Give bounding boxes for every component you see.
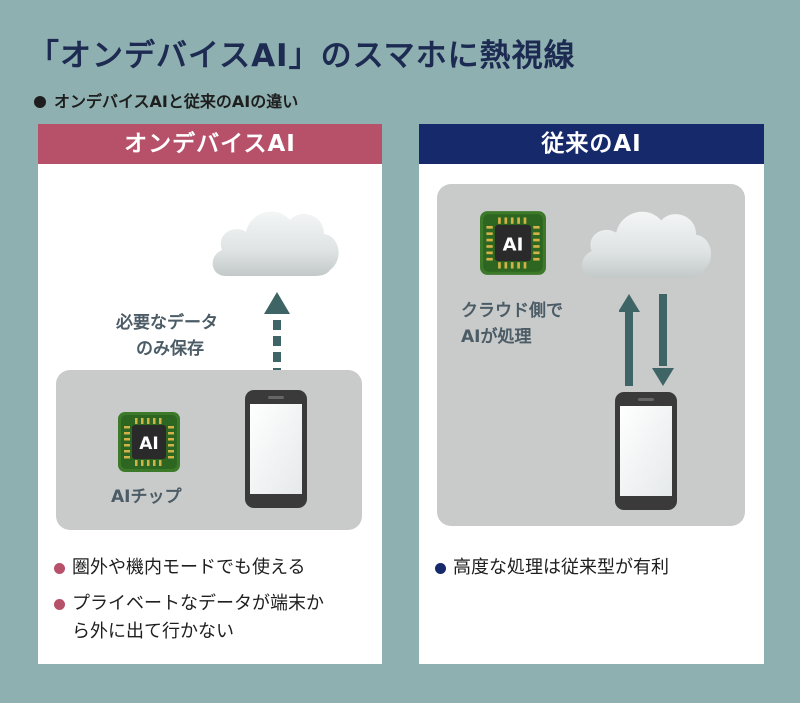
page-title: 「オンデバイスAI」のスマホに熱視線	[28, 38, 576, 74]
subtitle-text: オンデバイスAIと従来のAIの違い	[54, 92, 299, 111]
ai-chip-icon: AI	[480, 211, 546, 275]
panel-header-on-device-ai: オンデバイスAI	[38, 124, 382, 164]
chip-text: AI	[503, 234, 524, 255]
right-bullet-list: 高度な処理は従来型が有利	[435, 554, 669, 590]
panel-conventional-ai: 従来のAI AI クラウド側で AIが処理 高度な処理は従来型が有利	[419, 124, 764, 664]
bullet-text: 高度な処理は従来型が有利	[453, 557, 669, 578]
device-box	[56, 370, 362, 530]
smartphone-icon	[245, 390, 307, 508]
list-item: プライベートなデータが端末か	[54, 590, 324, 618]
cloud-icon	[582, 211, 712, 278]
panel-on-device-ai: オンデバイスAI 必要なデータ のみ保存 AI AIチップ 圏外や機内モードでも…	[38, 124, 382, 664]
list-item: ら外に出て行かない	[54, 618, 324, 646]
bullet-dot	[435, 563, 446, 574]
smartphone-icon	[615, 392, 677, 510]
subtitle: オンデバイスAIと従来のAIの違い	[34, 88, 298, 112]
cloud-label-line2: のみ保存	[136, 339, 204, 359]
cloud-label-line1: クラウド側で	[461, 301, 563, 321]
cloud-icon	[212, 211, 339, 276]
bullet-text: ら外に出て行かない	[72, 621, 234, 642]
ai-chip-icon: AI	[118, 412, 180, 472]
panel-header-conventional-ai: 従来のAI	[419, 124, 764, 164]
bidirectional-arrows-icon	[619, 294, 674, 386]
list-item: 高度な処理は従来型が有利	[435, 554, 669, 582]
cloud-label-line2: AIが処理	[461, 327, 532, 347]
left-bullet-list: 圏外や機内モードでも使える プライベートなデータが端末か ら外に出て行かない	[54, 554, 324, 654]
chip-text: AI	[139, 434, 158, 454]
bullet-dot	[54, 563, 65, 574]
bullet-dot	[34, 96, 46, 108]
chip-label: AIチップ	[111, 487, 182, 507]
bullet-text: プライベートなデータが端末か	[72, 593, 324, 614]
bullet-dot	[54, 599, 65, 610]
cloud-label-line1: 必要なデータ	[116, 313, 218, 333]
list-item: 圏外や機内モードでも使える	[54, 554, 324, 582]
bullet-text: 圏外や機内モードでも使える	[72, 557, 306, 578]
